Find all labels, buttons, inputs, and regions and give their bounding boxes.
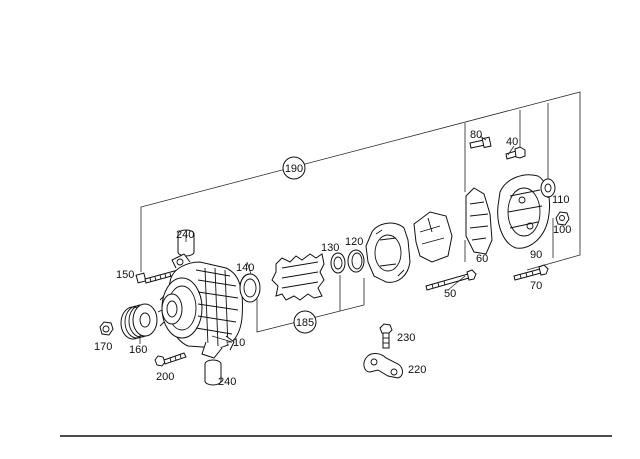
- label-110: 110: [552, 194, 570, 206]
- part-160-pulley: [120, 303, 158, 344]
- part-200-bolt: [154, 352, 187, 367]
- part-230-bolt: [379, 323, 393, 349]
- label-70: 70: [530, 280, 542, 292]
- part-50-bolt: [425, 269, 477, 291]
- part-120-ring: [347, 249, 365, 273]
- label-220: 220: [408, 364, 426, 376]
- part-rectifier: [413, 211, 453, 263]
- part-end-housing: [365, 222, 411, 283]
- part-100-nut: [555, 211, 570, 226]
- part-40-bolt: [505, 146, 526, 160]
- label-90: 90: [530, 249, 542, 261]
- part-150-bolt: [135, 269, 180, 284]
- part-60-regulator: [465, 187, 493, 255]
- label-10: 10: [233, 337, 245, 349]
- part-220-bracket: [363, 353, 403, 379]
- label-230: 230: [397, 332, 415, 344]
- part-80-bolt: [469, 136, 492, 149]
- label-80: 80: [470, 129, 482, 141]
- part-130-bearing: [330, 252, 346, 274]
- label-160: 160: [129, 344, 147, 356]
- callout-185: 185: [293, 310, 317, 334]
- part-90-rear-cover: [497, 174, 551, 249]
- bracket-190: [140, 91, 581, 272]
- part-10-alternator-housing: [157, 253, 243, 359]
- label-200: 200: [156, 371, 174, 383]
- label-120: 120: [345, 236, 363, 248]
- label-60: 60: [476, 253, 488, 265]
- part-labels: 10 40 50 60 70 80 90 100 110 120 130 140…: [94, 129, 571, 388]
- label-130: 130: [321, 242, 339, 254]
- leader-lines: [185, 135, 549, 343]
- part-170-nut: [99, 321, 114, 336]
- label-150: 150: [116, 269, 134, 281]
- label-240-bottom: 240: [218, 376, 236, 388]
- part-stator: [271, 253, 325, 301]
- part-70-bolt: [513, 264, 549, 281]
- part-240-sleeve-bottom: [204, 359, 222, 386]
- callout-190: 190: [282, 156, 306, 180]
- label-240-top: 240: [176, 229, 194, 241]
- label-185: 185: [296, 317, 314, 329]
- part-140-bearing: [239, 261, 261, 303]
- label-140: 140: [236, 262, 254, 274]
- label-40: 40: [506, 136, 518, 148]
- label-170: 170: [94, 341, 112, 353]
- label-190: 190: [285, 163, 303, 175]
- label-50: 50: [444, 288, 456, 300]
- label-100: 100: [553, 224, 571, 236]
